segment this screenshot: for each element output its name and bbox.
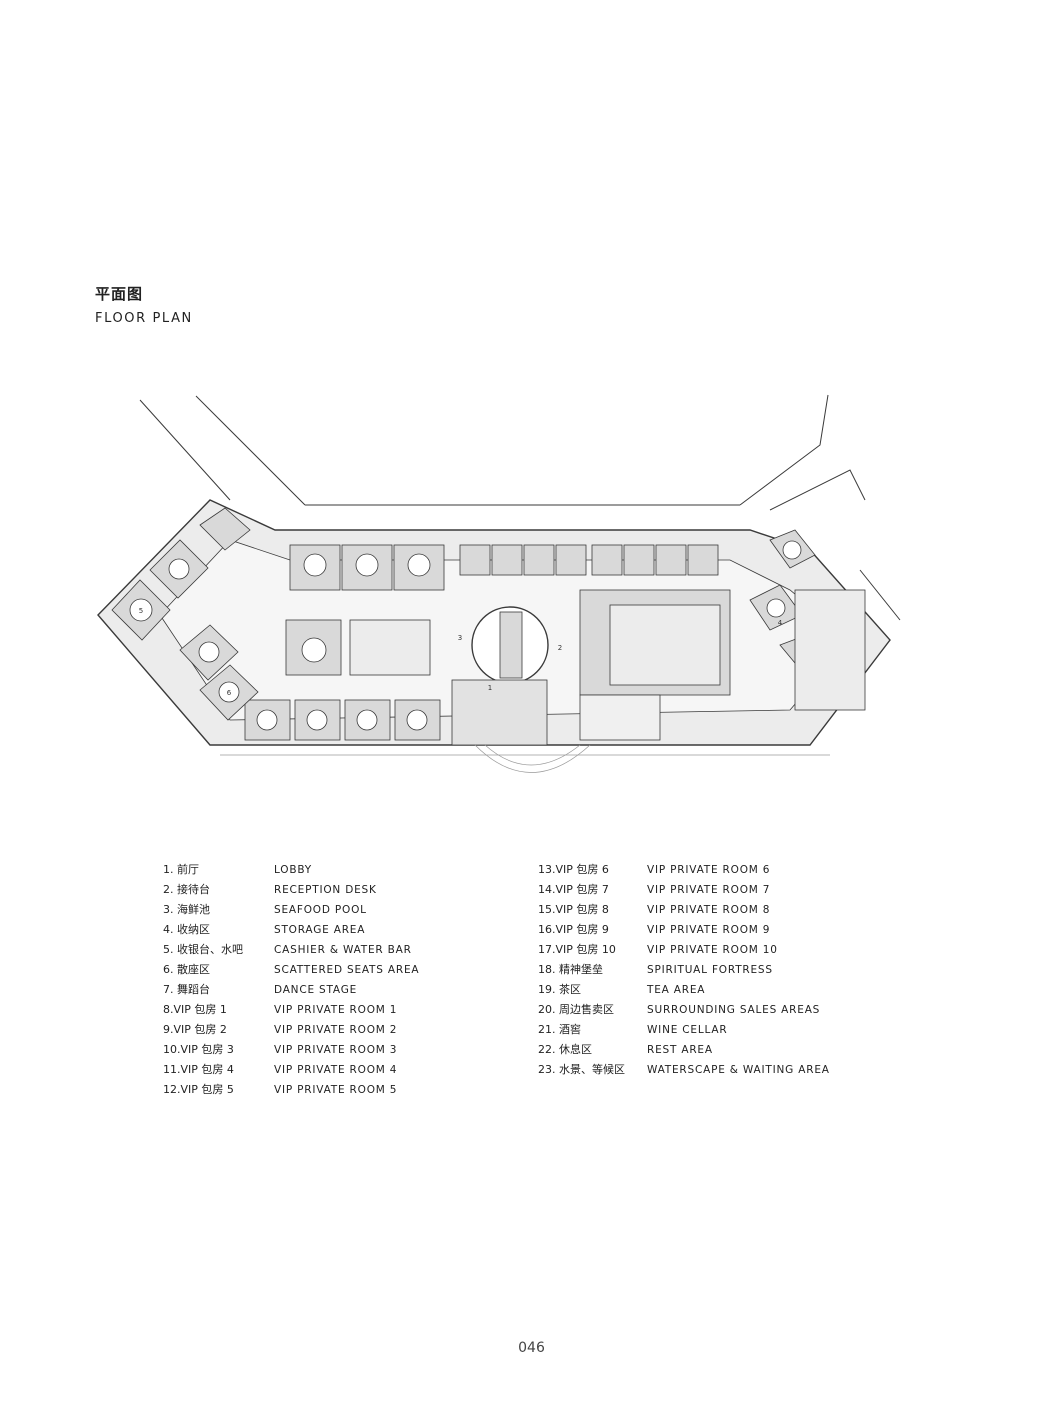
- storage-block-1: [349, 619, 431, 676]
- legend-cn: 22. 休息区: [538, 1043, 592, 1056]
- escalator: [499, 611, 523, 679]
- kitchen-inner: [609, 604, 721, 686]
- vip-room-top-6: [523, 544, 555, 576]
- legend-en: VIP PRIVATE ROOM 2: [274, 1024, 398, 1036]
- legend-cn: 14.VIP 包房 7: [538, 883, 609, 896]
- legend-en: VIP PRIVATE ROOM 1: [274, 1004, 398, 1016]
- vip-room-top-4: [459, 544, 491, 576]
- plaza-arc-2: [474, 744, 591, 773]
- legend-en: SEAFOOD POOL: [274, 904, 367, 916]
- legend-cn: 21. 酒窖: [538, 1023, 581, 1036]
- legend-en: RECEPTION DESK: [274, 884, 377, 896]
- room-label-a: 5: [139, 607, 143, 615]
- site-line-right-outer: [769, 469, 866, 511]
- vip-room-top-11: [687, 544, 719, 576]
- site-line-right: [739, 394, 829, 506]
- table-bottom-1: [256, 709, 278, 731]
- legend-en: CASHIER & WATER BAR: [274, 944, 412, 956]
- legend-cn: 5. 收银台、水吧: [163, 943, 243, 956]
- legend-en: VIP PRIVATE ROOM 10: [647, 944, 778, 956]
- page-number: 046: [518, 1340, 545, 1356]
- room-label-f: 4: [778, 619, 783, 627]
- legend-cn: 8.VIP 包房 1: [163, 1003, 227, 1016]
- table-bottom-4: [406, 709, 428, 731]
- legend-cn: 9.VIP 包房 2: [163, 1023, 227, 1036]
- table-right-1: [782, 540, 802, 560]
- legend-en: VIP PRIVATE ROOM 8: [647, 904, 771, 916]
- site-line-left-upper: [139, 399, 231, 501]
- legend-en: SPIRITUAL FORTRESS: [647, 964, 773, 976]
- table-bottom-3: [356, 709, 378, 731]
- page-title-cn: 平面图: [95, 285, 144, 303]
- room-label-e: 2: [558, 644, 562, 652]
- page-title-en: FLOOR PLAN: [95, 311, 193, 326]
- legend-cn: 6. 散座区: [163, 963, 210, 976]
- legend-cn: 4. 收纳区: [163, 923, 210, 936]
- table-right-2: [766, 598, 786, 618]
- table-top-3: [407, 553, 431, 577]
- table-room-left-1: [129, 598, 153, 622]
- legend-en: SURROUNDING SALES AREAS: [647, 1004, 821, 1016]
- legend-en: LOBBY: [274, 864, 312, 876]
- right-open-area: [794, 589, 866, 711]
- table-bottom-2: [306, 709, 328, 731]
- legend-en: REST AREA: [647, 1044, 713, 1056]
- legend-en: VIP PRIVATE ROOM 9: [647, 924, 771, 936]
- room-label-d: 1: [488, 684, 492, 692]
- floor-plan-drawing: 5 6 3 1 2 4: [97, 394, 901, 773]
- legend-cn: 23. 水景、等候区: [538, 1063, 625, 1076]
- table-room-left-4: [198, 641, 220, 663]
- legend-en: VIP PRIVATE ROOM 5: [274, 1084, 398, 1096]
- legend-en: SCATTERED SEATS AREA: [274, 964, 420, 976]
- legend-en: TEA AREA: [647, 984, 706, 996]
- legend-cn: 13.VIP 包房 6: [538, 863, 609, 876]
- legend-en: VIP PRIVATE ROOM 3: [274, 1044, 398, 1056]
- table-room-left-5: [218, 681, 240, 703]
- site-line-far-right: [859, 569, 901, 621]
- legend-cn: 3. 海鲜池: [163, 903, 210, 916]
- room-label-c: 3: [458, 634, 462, 642]
- legend-cn: 15.VIP 包房 8: [538, 903, 609, 916]
- legend-en: WINE CELLAR: [647, 1024, 728, 1036]
- legend-cn: 12.VIP 包房 5: [163, 1083, 234, 1096]
- table-lobby: [301, 637, 327, 663]
- vip-room-top-8: [591, 544, 623, 576]
- tea-area: [579, 694, 661, 741]
- legend-cn: 20. 周边售卖区: [538, 1003, 614, 1016]
- legend-en: VIP PRIVATE ROOM 6: [647, 864, 771, 876]
- room-label-b: 6: [227, 689, 232, 697]
- vip-room-left-3: [199, 507, 251, 551]
- site-line-left-lower: [195, 395, 306, 506]
- legend-en: VIP PRIVATE ROOM 4: [274, 1064, 398, 1076]
- legend-en: WATERSCAPE & WAITING AREA: [647, 1064, 830, 1076]
- legend-cn: 18. 精神堡垒: [538, 963, 603, 976]
- legend-cn: 7. 舞蹈台: [163, 983, 210, 996]
- table-top-1: [303, 553, 327, 577]
- legend-cn: 2. 接待台: [163, 883, 210, 896]
- legend-cn: 11.VIP 包房 4: [163, 1063, 234, 1076]
- legend-cn: 16.VIP 包房 9: [538, 923, 609, 936]
- plaza-arc-1: [484, 744, 581, 766]
- vip-room-top-7: [555, 544, 587, 576]
- table-top-2: [355, 553, 379, 577]
- entrance-corridor: [451, 679, 548, 746]
- legend-en: STORAGE AREA: [274, 924, 366, 936]
- legend-cn: 17.VIP 包房 10: [538, 943, 616, 956]
- legend-en: DANCE STAGE: [274, 984, 358, 996]
- legend-cn: 10.VIP 包房 3: [163, 1043, 234, 1056]
- table-room-left-2: [168, 558, 190, 580]
- vip-room-top-9: [623, 544, 655, 576]
- legend-cn: 1. 前厅: [163, 863, 199, 876]
- vip-room-top-10: [655, 544, 687, 576]
- legend-en: VIP PRIVATE ROOM 7: [647, 884, 771, 896]
- vip-room-top-5: [491, 544, 523, 576]
- legend-cn: 19. 茶区: [538, 983, 581, 996]
